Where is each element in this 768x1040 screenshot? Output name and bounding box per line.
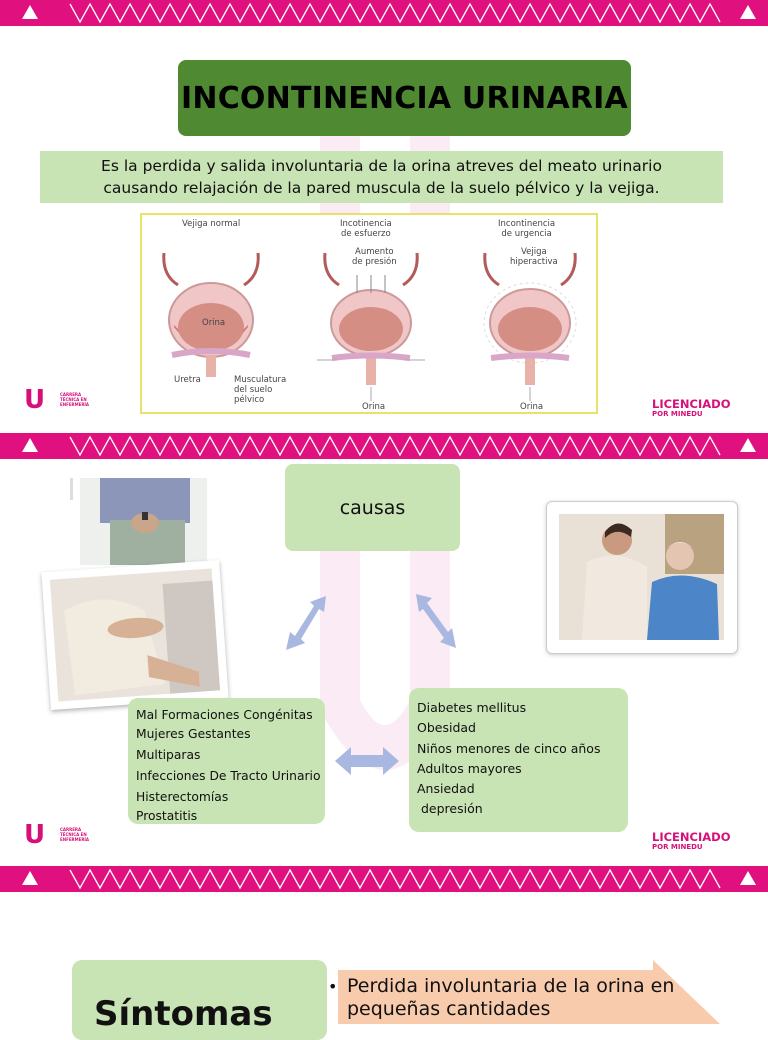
middle-decorative-band [0,433,768,459]
licenciado-text: LICENCIADO [652,830,731,844]
symptom-item: • Perdida involuntaria de la orina en pe… [328,975,674,1021]
right-causes-list: Diabetes mellitus Obesidad Niños menores… [409,688,628,832]
sintomas-label: Síntomas [94,994,273,1034]
arrow-causas-left [286,596,326,650]
caregiver-illustration [559,514,724,640]
u-logo: U [24,385,46,415]
causas-label: causas [339,496,406,519]
definition-line-2: causando relajación de la pared muscula … [103,179,660,197]
label-muscle-2: del suelo [234,385,273,395]
top-decorative-band [0,0,768,26]
symptom-line-1: Perdida involuntaria de la orina en [347,975,675,997]
label-orina-out-2: Orina [362,402,386,412]
causas-box: causas [285,464,460,551]
bottom-decorative-band [0,866,768,892]
zigzag-pattern [22,2,756,24]
man-illustration [100,478,190,565]
arrow-between-lists [335,747,399,775]
label-hiperactiva-1: Vejiga [520,247,547,257]
label-muscle-1: Musculatura [234,375,287,385]
licenciado-text: LICENCIADO [652,397,731,411]
photo-man-holding-groin [80,478,207,565]
label-aumento-1: Aumento [355,247,394,257]
list-item: Obesidad [417,720,476,736]
bullet-icon: • [328,977,338,996]
arrow-causas-right [416,594,456,648]
zigzag-pattern [22,868,756,890]
definition-box: Es la perdida y salida involuntaria de l… [40,151,723,203]
list-item: Mujeres Gestantes [136,727,251,741]
list-item: Ansiedad [417,781,475,797]
label-incontinencia-esfuerzo-1: Incotinencia [340,219,392,229]
por-minedu-text: POR MINEDU [652,843,703,851]
list-item: Multiparas [136,748,201,762]
licenciado-logo: LICENCIADO POR MINEDU [652,831,730,851]
label-hiperactiva-2: hiperactiva [510,257,558,267]
label-incontinencia-esfuerzo-2: de esfuerzo [340,229,391,239]
woman-illustration [49,568,221,702]
label-incontinencia-urgencia-1: Incontinencia [498,219,556,229]
photo-edge-line [70,478,73,500]
list-item: Prostatitis [136,809,198,823]
definition-line-1: Es la perdida y salida involuntaria de l… [101,157,662,175]
label-vejiga-normal: Vejiga normal [182,219,241,229]
licenciado-logo: LICENCIADO POR MINEDU [652,398,730,418]
bladder-illustration [162,252,577,401]
page-title-text: INCONTINENCIA URINARIA [181,80,628,116]
label-uretra: Uretra [174,375,201,385]
label-orina-inside: Orina [202,318,226,328]
list-item: depresión [417,801,483,817]
photo-caregiver-elderly [546,501,738,654]
sintomas-box: Síntomas [72,960,327,1040]
label-aumento-2: de presión [352,257,397,267]
left-causes-list: Mal Formaciones Congénitas Mujeres Gesta… [128,698,325,824]
list-item: Diabetes mellitus [417,700,527,715]
page-title: INCONTINENCIA URINARIA [178,60,631,136]
list-item: Histerectomías [136,790,229,804]
label-muscle-3: pélvico [234,395,265,405]
por-minedu-text: POR MINEDU [652,410,703,418]
label-orina-out-3: Orina [520,402,544,412]
symptom-arrow-shape [338,960,720,1024]
list-item: Adultos mayores [417,760,522,776]
label-incontinencia-urgencia-2: de urgencia [501,229,552,239]
list-item: Mal Formaciones Congénitas [136,708,313,722]
symptom-line-2: pequeñas cantidades [347,998,551,1020]
list-item: Niños menores de cinco años [417,740,601,756]
u-logo: U [24,820,46,850]
photo-woman-abdominal-pain [41,559,229,711]
zigzag-pattern [22,435,756,457]
list-item: Infecciones De Tracto Urinario [136,769,321,783]
